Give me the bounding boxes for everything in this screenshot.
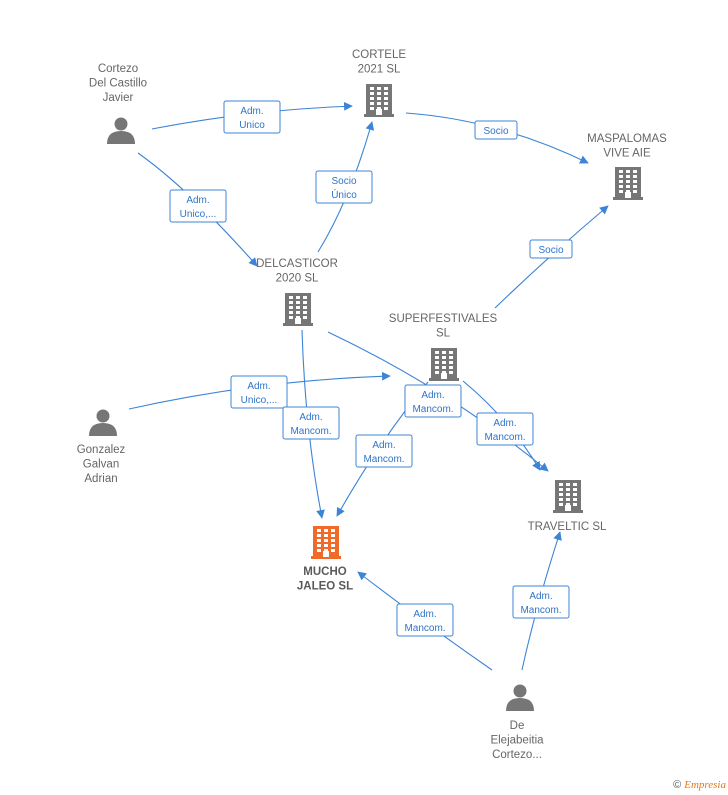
node-label: Cortezo... bbox=[492, 749, 542, 761]
edge-label-box bbox=[529, 239, 573, 259]
edge-label-text: Mancom. bbox=[363, 454, 404, 465]
edge-label-text: Adm. bbox=[529, 591, 552, 602]
node-label: 2020 SL bbox=[276, 273, 319, 285]
edge-label-text: Mancom. bbox=[484, 432, 525, 443]
building-icon bbox=[553, 480, 583, 513]
edge-label-text: Unico,... bbox=[180, 209, 217, 220]
edge-label-box bbox=[512, 585, 570, 619]
node-elejabeitia[interactable]: DeElejabeitiaCortezo... bbox=[490, 684, 544, 762]
edge-label-text: Socio bbox=[483, 126, 508, 137]
node-mucho[interactable]: MUCHO JALEO SL bbox=[297, 526, 353, 593]
edge-label-text: Unico bbox=[239, 120, 265, 131]
edge-label-text: Mancom. bbox=[404, 623, 445, 634]
node-delcasticor[interactable]: DELCASTICOR 2020 SL bbox=[256, 258, 338, 326]
edge-label-text: Mancom. bbox=[290, 426, 331, 437]
edge-label-box bbox=[230, 375, 288, 409]
node-label: Javier bbox=[103, 92, 134, 104]
node-label: MASPALOMAS bbox=[587, 133, 667, 145]
node-superfestivales[interactable]: SUPERFESTIVALES SL bbox=[389, 313, 498, 381]
edge-label-box bbox=[169, 189, 227, 223]
edge-label-e11[interactable]: Adm. Mancom. bbox=[396, 603, 454, 637]
footer-brand[interactable]: © Empresia bbox=[673, 779, 726, 791]
edge-label-text: Adm. bbox=[186, 195, 209, 206]
node-label: SL bbox=[436, 328, 451, 340]
building-icon bbox=[364, 84, 394, 117]
edge-label-e4[interactable]: Socio bbox=[474, 120, 518, 140]
edge-label-box bbox=[315, 170, 373, 204]
building-icon bbox=[613, 167, 643, 200]
node-traveltic[interactable]: TRAVELTIC SL bbox=[528, 480, 607, 533]
edge-label-box bbox=[474, 120, 518, 140]
edge-label-text: Unico,... bbox=[241, 395, 278, 406]
edge-label-text: Adm. bbox=[299, 412, 322, 423]
building-icon bbox=[283, 293, 313, 326]
edge-label-text: Adm. bbox=[493, 418, 516, 429]
edge-labels-layer: Adm.UnicoAdm.Unico,...SocioÚnicoSocioSoc… bbox=[169, 100, 573, 637]
edge-label-e8[interactable]: Adm. Mancom. bbox=[404, 384, 462, 418]
edge-label-text: Único bbox=[331, 188, 357, 201]
edge-label-box bbox=[355, 434, 413, 468]
edge-label-e10[interactable]: Adm. Mancom. bbox=[355, 434, 413, 468]
edge-label-e1[interactable]: Adm. Unico bbox=[223, 100, 281, 134]
edge-label-box bbox=[404, 384, 462, 418]
edge-label-text: Socio bbox=[331, 176, 356, 187]
edge-label-text: Adm. bbox=[413, 609, 436, 620]
node-label: Cortezo bbox=[98, 63, 138, 75]
edge-label-box bbox=[282, 406, 340, 440]
brand-logo-text: Empresia bbox=[684, 779, 726, 791]
edge-label-box bbox=[223, 100, 281, 134]
node-label: De bbox=[510, 720, 525, 732]
edge-label-text: Mancom. bbox=[412, 404, 453, 415]
edge-label-text: Mancom. bbox=[520, 605, 561, 616]
node-label: TRAVELTIC SL bbox=[528, 521, 607, 533]
edge-label-e2[interactable]: Adm. Unico,... bbox=[169, 189, 227, 223]
edge-label-text: Adm. bbox=[421, 390, 444, 401]
node-cortele[interactable]: CORTELE 2021 SL bbox=[352, 49, 406, 117]
copyright-symbol: © bbox=[673, 779, 682, 791]
person-icon bbox=[107, 117, 135, 144]
person-icon bbox=[506, 684, 534, 711]
node-label: Galvan bbox=[83, 459, 119, 471]
edge-label-e5[interactable]: Socio bbox=[529, 239, 573, 259]
node-label: MUCHO bbox=[303, 566, 346, 578]
building-icon bbox=[311, 526, 341, 559]
node-label: Gonzalez bbox=[77, 444, 126, 456]
node-label: CORTELE bbox=[352, 49, 406, 61]
edge-label-e9[interactable]: Adm. Mancom. bbox=[476, 412, 534, 446]
node-label: JALEO SL bbox=[297, 581, 353, 593]
node-label: SUPERFESTIVALES bbox=[389, 313, 498, 325]
node-label: VIVE AIE bbox=[603, 148, 651, 160]
edge-label-e7[interactable]: Adm. Mancom. bbox=[282, 406, 340, 440]
node-label: Del Castillo bbox=[89, 78, 147, 90]
building-icon bbox=[429, 348, 459, 381]
node-label: Elejabeitia bbox=[490, 735, 544, 747]
edge-label-text: Adm. bbox=[372, 440, 395, 451]
edge-label-text: Socio bbox=[538, 245, 563, 256]
node-label: Adrian bbox=[84, 473, 117, 485]
edge-label-text: Adm. bbox=[247, 381, 270, 392]
node-label: DELCASTICOR bbox=[256, 258, 338, 270]
node-maspalomas[interactable]: MASPALOMAS VIVE AIE bbox=[587, 133, 667, 200]
edge-label-box bbox=[476, 412, 534, 446]
edge-label-e12[interactable]: Adm. Mancom. bbox=[512, 585, 570, 619]
edge-label-e6[interactable]: Adm. Unico,... bbox=[230, 375, 288, 409]
edge-label-box bbox=[396, 603, 454, 637]
edge-label-text: Adm. bbox=[240, 106, 263, 117]
person-icon bbox=[89, 409, 117, 436]
node-label: 2021 SL bbox=[358, 64, 401, 76]
